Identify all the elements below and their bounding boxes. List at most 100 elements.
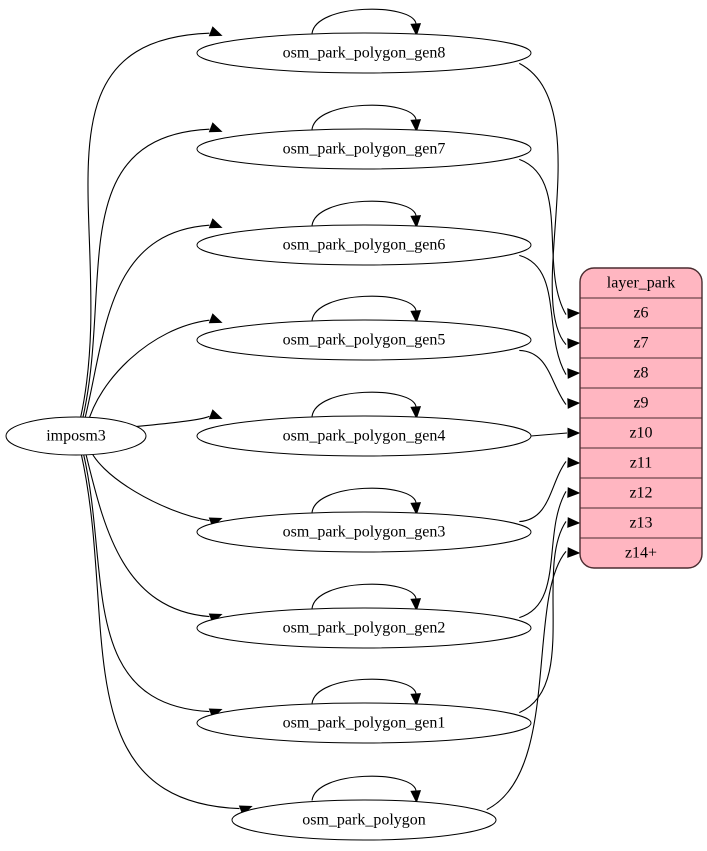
edge-imposm3-gen1 xyxy=(83,453,210,713)
node-base[interactable]: osm_park_polygon xyxy=(231,799,497,841)
table-row-z12[interactable] xyxy=(580,477,702,509)
edge-gen4-z10 xyxy=(530,432,568,437)
edge-imposm3-base xyxy=(80,453,240,810)
node-gen5-label: osm_park_polygon_gen5 xyxy=(283,332,446,349)
arrow-gen3-z11 xyxy=(567,457,581,468)
arrow-selfloop-gen8 xyxy=(410,23,422,37)
layer-park-table: layer_park z6 z7 z8 z9 z10 z11 z12 z13 z14+ xyxy=(579,267,703,569)
table-row-label-z7: z7 xyxy=(633,335,648,352)
node-gen7[interactable]: osm_park_polygon_gen7 xyxy=(196,128,532,170)
node-gen3[interactable]: osm_park_polygon_gen3 xyxy=(196,511,532,553)
node-gen3-label: osm_park_polygon_gen3 xyxy=(283,524,446,541)
edge-gen1-z13 xyxy=(519,521,567,714)
table-body xyxy=(580,268,702,568)
arrow-imposm3-gen5 xyxy=(208,313,223,324)
node-gen1-shape[interactable] xyxy=(196,702,532,744)
table-row-z14+[interactable] xyxy=(580,537,702,568)
arrow-gen6-z8 xyxy=(567,368,581,379)
node-gen2[interactable]: osm_park_polygon_gen2 xyxy=(196,607,532,649)
table-row-label-header: layer_park xyxy=(607,275,675,292)
node-gen4[interactable]: osm_park_polygon_gen4 xyxy=(196,415,532,457)
edge-gen8-z7 xyxy=(519,62,567,345)
edge-imposm3-gen3 xyxy=(87,443,210,522)
edge-selfloop-gen4 xyxy=(311,391,417,417)
arrow-selfloop-gen4 xyxy=(410,406,422,420)
table-row-label-z13: z13 xyxy=(629,515,652,532)
arrow-base-z14+ xyxy=(567,547,581,558)
table-row-label-z10: z10 xyxy=(629,425,652,442)
edge-selfloop-gen3 xyxy=(311,487,417,513)
arrow-gen7-z6 xyxy=(567,308,581,319)
node-gen7-shape[interactable] xyxy=(196,128,532,170)
edge-gen5-z9 xyxy=(519,349,567,405)
node-imposm3[interactable]: imposm3 xyxy=(5,416,147,456)
arrow-imposm3-gen4 xyxy=(208,409,223,420)
node-gen5[interactable]: osm_park_polygon_gen5 xyxy=(196,319,532,361)
edge-imposm3-gen7 xyxy=(82,128,210,419)
table-row-label-z6: z6 xyxy=(633,305,648,322)
edge-selfloop-gen7 xyxy=(311,104,417,130)
table-row-z9[interactable] xyxy=(580,387,702,419)
table-row-label-z14+: z14+ xyxy=(625,545,657,562)
node-gen2-shape[interactable] xyxy=(196,607,532,649)
edge-selfloop-gen8 xyxy=(311,8,417,34)
node-gen2-label: osm_park_polygon_gen2 xyxy=(283,620,446,637)
nodes-layer: imposm3 osm_park_polygon_gen8 osm_park_pol… xyxy=(5,32,532,841)
node-gen8[interactable]: osm_park_polygon_gen8 xyxy=(196,32,532,74)
table-row-z7[interactable] xyxy=(580,327,702,359)
node-gen8-label: osm_park_polygon_gen8 xyxy=(283,45,446,62)
node-gen4-shape[interactable] xyxy=(196,415,532,457)
edge-gen3-z11 xyxy=(519,461,567,523)
table-row-z10[interactable] xyxy=(580,417,702,449)
arrow-selfloop-base xyxy=(410,790,422,804)
edge-imposm3-gen2 xyxy=(85,453,210,618)
node-gen1[interactable]: osm_park_polygon_gen1 xyxy=(196,702,532,744)
arrow-gen8-z7 xyxy=(567,338,581,349)
arrow-gen4-z10 xyxy=(567,427,581,439)
table-row-label-z8: z8 xyxy=(633,365,648,382)
table-row-label-z12: z12 xyxy=(629,485,652,502)
arrow-selfloop-gen3 xyxy=(410,502,422,516)
table-row-label-z9: z9 xyxy=(633,395,648,412)
edge-selfloop-gen2 xyxy=(311,583,417,609)
node-imposm3-label: imposm3 xyxy=(46,428,106,445)
node-gen1-label: osm_park_polygon_gen1 xyxy=(283,715,446,732)
arrow-gen2-z12 xyxy=(567,487,581,498)
node-gen5-shape[interactable] xyxy=(196,319,532,361)
node-gen8-shape[interactable] xyxy=(196,32,532,74)
edge-selfloop-gen1 xyxy=(311,678,417,704)
edge-imposm3-gen6 xyxy=(84,224,210,419)
arrow-imposm3-gen8 xyxy=(208,26,223,37)
edge-gen6-z8 xyxy=(519,254,567,375)
arrow-selfloop-gen2 xyxy=(410,598,422,612)
edge-selfloop-gen5 xyxy=(311,295,417,321)
node-base-shape[interactable] xyxy=(231,799,497,841)
edge-imposm3-gen5 xyxy=(86,319,210,425)
node-gen4-label: osm_park_polygon_gen4 xyxy=(283,428,446,445)
arrow-selfloop-gen5 xyxy=(410,310,422,324)
table-outline xyxy=(579,267,703,569)
table-row-z13[interactable] xyxy=(580,507,702,539)
arrow-selfloop-gen1 xyxy=(410,693,422,707)
edge-gen2-z12 xyxy=(519,491,567,619)
table-row-label-z11: z11 xyxy=(630,455,653,472)
edge-gen7-z6 xyxy=(519,158,567,315)
arrow-gen5-z9 xyxy=(567,398,581,409)
edge-imposm3-gen8 xyxy=(79,32,210,419)
node-gen6-label: osm_park_polygon_gen6 xyxy=(283,237,446,254)
node-gen6[interactable]: osm_park_polygon_gen6 xyxy=(196,224,532,266)
node-gen3-shape[interactable] xyxy=(196,511,532,553)
arrow-imposm3-gen6 xyxy=(208,218,223,229)
node-gen6-shape[interactable] xyxy=(196,224,532,266)
arrow-imposm3-gen7 xyxy=(208,122,223,133)
arrow-selfloop-gen7 xyxy=(410,119,422,133)
edge-base-z14+ xyxy=(486,551,567,811)
arrow-gen1-z13 xyxy=(567,517,581,528)
edge-selfloop-base xyxy=(311,775,417,801)
node-base-label: osm_park_polygon xyxy=(302,812,426,829)
arrow-selfloop-gen6 xyxy=(410,215,422,229)
node-imposm3-shape[interactable] xyxy=(5,416,147,456)
table-row-z6[interactable] xyxy=(580,297,702,329)
